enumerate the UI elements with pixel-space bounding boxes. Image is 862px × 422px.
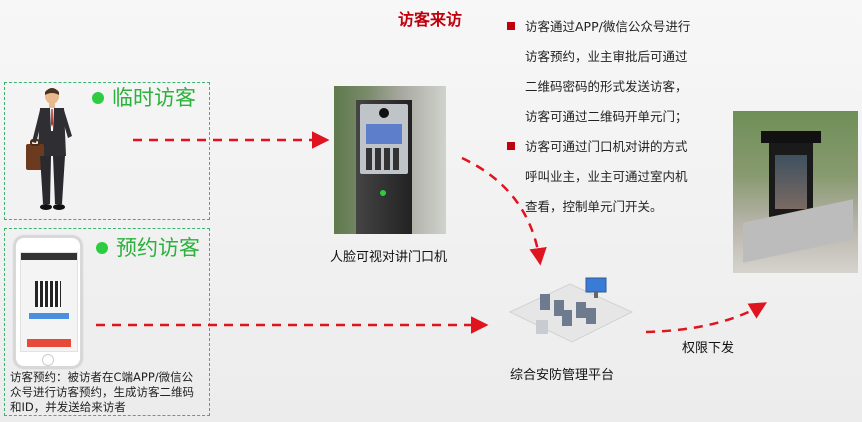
- phone-button: [29, 313, 69, 319]
- bullet-line: 二维码密码的形式发送访客，: [525, 79, 688, 94]
- bullet-item-qr: 访客通过APP/微信公众号进行 访客预约，业主审批后可通过 二维码密码的形式发送…: [505, 12, 735, 132]
- door-station-label: 人脸可视对讲门口机: [330, 250, 448, 265]
- bullet-item-intercom: 访客可通过门口机对讲的方式 呼叫业主，业主可通过室内机 查看，控制单元门开关。: [505, 132, 735, 222]
- temp-visitor-box: [4, 82, 210, 220]
- bullet-line: 查看，控制单元门开关。: [525, 199, 663, 214]
- reserved-visitor-label: 预约访客: [116, 236, 200, 260]
- bullet-line: 访客通过APP/微信公众号进行: [525, 19, 691, 34]
- phone-mockup: [14, 236, 82, 368]
- phone-home-button: [42, 354, 54, 366]
- reservation-note-line: 和ID，并发送给来访者: [10, 400, 126, 414]
- reservation-note-line: 众号进行访客预约，生成访客二维码: [10, 385, 194, 399]
- green-dot-icon: [96, 242, 108, 254]
- temp-visitor-label: 临时访客: [112, 86, 196, 110]
- bullet-square-icon: [507, 22, 515, 30]
- bullet-square-icon: [507, 142, 515, 150]
- reservation-note: 访客预约：被访者在C端APP/微信公 众号进行访客预约，生成访客二维码 和ID，…: [10, 370, 210, 415]
- server-platform-icon: [508, 277, 634, 343]
- description-bullets: 访客通过APP/微信公众号进行 访客预约，业主审批后可通过 二维码密码的形式发送…: [505, 12, 735, 222]
- face-gate-photo: [733, 111, 858, 273]
- door-station-photo: [334, 86, 446, 234]
- reserved-visitor-box: [4, 228, 210, 416]
- qr-code-icon: [35, 281, 61, 307]
- bullet-line: 访客可通过门口机对讲的方式: [525, 139, 688, 154]
- permission-label: 权限下发: [682, 341, 735, 356]
- bullet-line: 呼叫业主，业主可通过室内机: [525, 169, 688, 184]
- arrow-door-to-platform: [461, 156, 547, 266]
- bullet-line: 访客可通过二维码开单元门；: [525, 109, 688, 124]
- page-title: 访客来访: [398, 10, 463, 29]
- arrow-platform-to-gate: [645, 302, 768, 334]
- bullet-line: 访客预约，业主审批后可通过: [525, 49, 688, 64]
- green-dot-icon: [92, 92, 104, 104]
- businessman-icon: [26, 88, 72, 210]
- phone-red-button: [27, 339, 71, 347]
- phone-screen: [20, 252, 78, 352]
- platform-label: 综合安防管理平台: [510, 368, 615, 383]
- reservation-note-line: 访客预约：被访者在C端APP/微信公: [10, 370, 194, 384]
